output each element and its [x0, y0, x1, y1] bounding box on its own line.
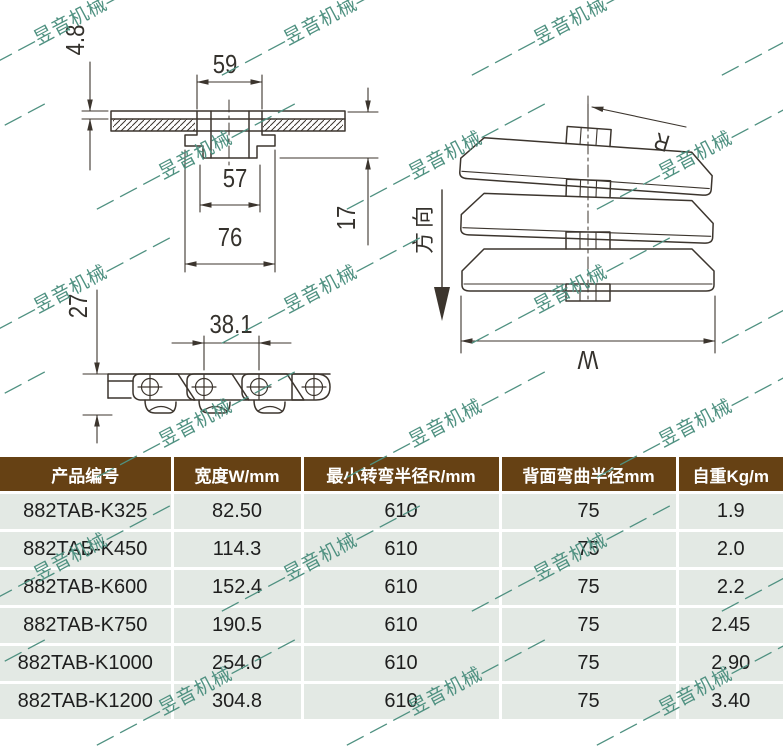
table-cell: 2.90: [675, 643, 783, 684]
dim-top-gap-label: 59: [212, 49, 238, 79]
table-cell: 75: [498, 643, 679, 684]
table-cell: 152.4: [170, 567, 304, 608]
table-cell: 254.0: [170, 643, 304, 684]
dim-pitch-label: 38.1: [209, 309, 253, 339]
product-code-cell: 882TAB-K750: [0, 605, 174, 646]
table-cell: 75: [498, 529, 679, 570]
table-cell: 190.5: [170, 605, 304, 646]
product-code-cell: 882TAB-K450: [0, 529, 174, 570]
product-code-cell: 882TAB-K600: [0, 567, 174, 608]
table-cell: 610: [300, 529, 502, 570]
dim-chain-height-label: 27: [63, 293, 93, 319]
col-header-0: 产品编号: [0, 457, 174, 494]
col-header-2: 最小转弯半径R/mm: [300, 457, 502, 494]
dim-thickness-label: 4.8: [60, 24, 90, 56]
table-cell: 610: [300, 681, 502, 722]
direction-label: 方向: [411, 201, 436, 255]
table-cell: 2.2: [675, 567, 783, 608]
col-header-4: 自重Kg/m: [675, 457, 783, 494]
product-code-cell: 882TAB-K1000: [0, 643, 174, 684]
dim-bottom-gap-label: 57: [222, 163, 248, 193]
table-cell: 75: [498, 681, 679, 722]
table-cell: 75: [498, 605, 679, 646]
table-cell: 1.9: [675, 491, 783, 532]
product-code-cell: 882TAB-K1200: [0, 681, 174, 722]
table-cell: 75: [498, 491, 679, 532]
table-cell: 610: [300, 567, 502, 608]
table-cell: 610: [300, 605, 502, 646]
table-cell: 2.0: [675, 529, 783, 570]
table-cell: 3.40: [675, 681, 783, 722]
side-view-drawing: [82, 289, 331, 444]
table-cell: 304.8: [170, 681, 304, 722]
dim-width-label: W: [577, 345, 599, 375]
table-cell: 610: [300, 643, 502, 684]
table-cell: 610: [300, 491, 502, 532]
dim-hinge-width-label: 76: [217, 222, 243, 252]
section-view-drawing: [81, 61, 379, 273]
col-header-3: 背面弯曲半径mm: [498, 457, 679, 494]
table-cell: 2.45: [675, 605, 783, 646]
product-code-cell: 882TAB-K325: [0, 491, 174, 532]
table-cell: 114.3: [170, 529, 304, 570]
table-cell: 75: [498, 567, 679, 608]
col-header-1: 宽度W/mm: [170, 457, 304, 494]
dim-height-label: 17: [331, 205, 361, 231]
plan-view-drawing: [434, 95, 716, 354]
table-cell: 82.50: [170, 491, 304, 532]
technical-drawings: [81, 61, 716, 444]
